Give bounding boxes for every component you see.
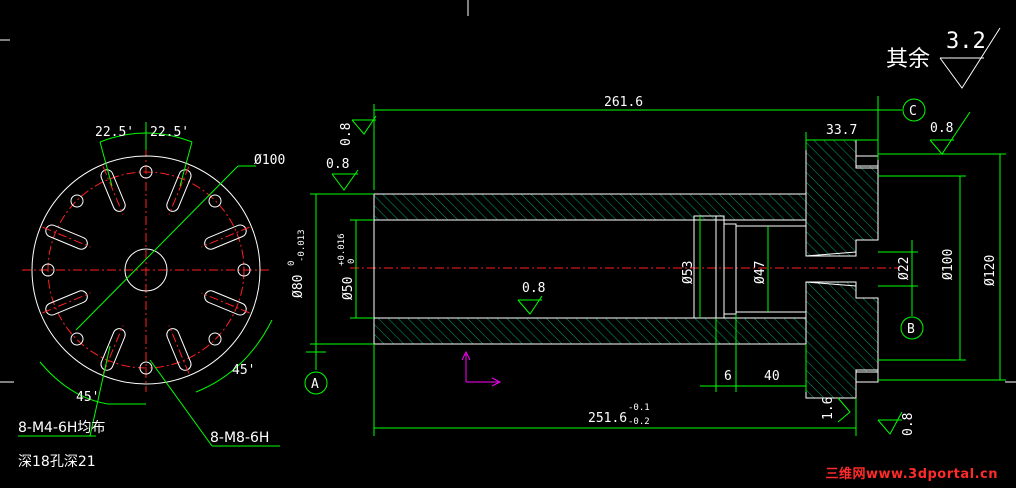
dia-53-label: Ø53 [681, 261, 696, 284]
center-bore [124, 248, 168, 292]
dia-50-label: Ø50 [341, 277, 356, 300]
outer-circle [31, 155, 261, 385]
datum-a: A [311, 377, 319, 392]
dim-bottom-length: 251.6 [588, 411, 627, 426]
tol-50-lower: 0 [347, 259, 357, 264]
groove [693, 215, 725, 319]
m4-holes [41, 165, 251, 375]
angle-label-45-right: 45' [232, 363, 255, 378]
tol-bottom-lower: -0.2 [628, 417, 650, 427]
m8-slots [42, 166, 250, 374]
dia-80-label: Ø80 [291, 275, 306, 298]
tol-80-lower: -0.013 [297, 229, 307, 262]
dim-6: 6 [724, 369, 732, 384]
flange-bottom [805, 281, 879, 399]
watermark: 三维网www.3dportal.cn [825, 467, 998, 482]
viewport-marks [0, 0, 1016, 383]
roughness-inner: 0.8 [522, 281, 545, 296]
angle-label-225-left: 22.5' [95, 125, 134, 140]
datum-c: C [909, 104, 917, 119]
surface-note-value: 3.2 [946, 29, 986, 54]
dia-100-side-label: Ø100 [941, 249, 956, 280]
tol-bottom-upper: -0.1 [628, 403, 650, 413]
roughness-right-bottom: 0.8 [901, 413, 916, 436]
flange-top [805, 139, 879, 257]
front-view: 22.5' 22.5' Ø100 45' 45' 8-M4-6H均布 深18孔深… [18, 122, 285, 470]
roughness-right-top: 0.8 [930, 121, 953, 136]
tol-50-upper: +0.016 [337, 233, 347, 266]
angle-label-225-right: 22.5' [150, 125, 189, 140]
tube-wall-top [373, 193, 807, 221]
tol-80-upper: 0 [287, 261, 297, 266]
dim-total-top: 261.6 [604, 95, 643, 110]
dia-120-label: Ø120 [983, 255, 998, 286]
note-m8: 8-M8-6H [210, 430, 269, 446]
angle-label-45-left: 45' [76, 390, 99, 405]
pitch-circle [47, 171, 245, 369]
roughness-left-mid: 0.8 [326, 157, 349, 172]
roughness-left-top: 0.8 [339, 123, 354, 146]
angle-arc-bottom-right [195, 319, 273, 393]
dia-22-label: Ø22 [897, 257, 912, 280]
dia-100-front-label: Ø100 [254, 153, 285, 168]
ucs-icon [461, 350, 502, 387]
dia100-leader [75, 165, 239, 331]
dia-47-label: Ø47 [753, 261, 768, 284]
tube-wall-bottom [373, 317, 807, 345]
note-m4: 8-M4-6H均布 [18, 420, 105, 436]
section-view: 261.6 33.7 C Ø80 0 -0.013 Ø50 +0.016 0 A… [287, 95, 1006, 436]
note-m4-depth: 深18孔深21 [18, 454, 96, 470]
angle-arc-bottom-left [39, 361, 109, 405]
datum-b: B [907, 322, 915, 337]
dim-40: 40 [764, 369, 780, 384]
dim-right-step: 33.7 [826, 123, 857, 138]
surface-finish-note: 其余 3.2 [886, 27, 1001, 89]
dim-1-6: 1.6 [821, 397, 836, 420]
surface-note-prefix: 其余 [886, 47, 930, 72]
